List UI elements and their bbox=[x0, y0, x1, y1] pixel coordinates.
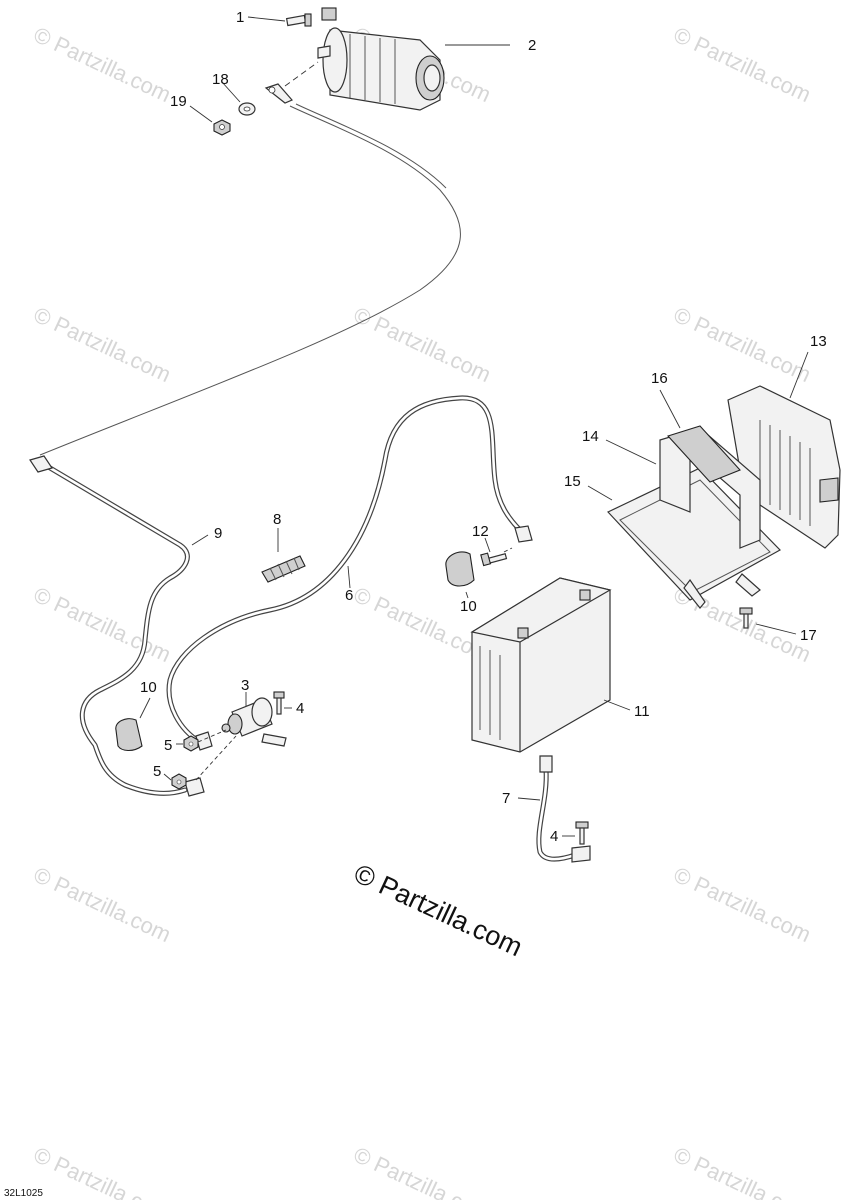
bolt bbox=[739, 607, 753, 629]
callout-10-right: 10 bbox=[460, 598, 477, 615]
callout-4-top: 4 bbox=[296, 700, 304, 717]
callout-1: 1 bbox=[236, 9, 244, 26]
callout-12: 12 bbox=[472, 523, 489, 540]
starter-wire bbox=[39, 105, 461, 456]
callout-11: 11 bbox=[634, 703, 650, 720]
copyright-text: © Partzilla.com bbox=[349, 858, 527, 962]
callout-18: 18 bbox=[212, 71, 229, 88]
callout-4-bottom: 4 bbox=[550, 828, 558, 845]
watermark: © Partzilla.com bbox=[670, 302, 815, 387]
bolt bbox=[273, 691, 285, 715]
ground-cable bbox=[536, 755, 591, 863]
callout-10-left: 10 bbox=[140, 679, 157, 696]
drawing-number: 32L1025 bbox=[4, 1188, 43, 1199]
callout-7: 7 bbox=[502, 790, 510, 807]
cable-9 bbox=[29, 455, 205, 797]
bolt bbox=[480, 552, 508, 567]
watermark: © Partzilla.com bbox=[30, 1142, 175, 1200]
watermark: © Partzilla.com bbox=[30, 22, 175, 107]
washer bbox=[238, 102, 256, 116]
callout-3: 3 bbox=[241, 677, 249, 694]
nut bbox=[213, 119, 231, 136]
watermark: © Partzilla.com bbox=[30, 862, 175, 947]
callout-6: 6 bbox=[345, 587, 353, 604]
nut bbox=[171, 773, 187, 790]
watermark: © Partzilla.com bbox=[30, 302, 175, 387]
callout-14: 14 bbox=[582, 428, 599, 445]
bolt bbox=[575, 821, 589, 845]
battery-tray bbox=[607, 425, 781, 609]
callout-2: 2 bbox=[528, 37, 536, 54]
terminal-boot bbox=[445, 551, 475, 587]
sleeve bbox=[261, 555, 306, 583]
watermark: © Partzilla.com bbox=[350, 1142, 495, 1200]
nut bbox=[183, 735, 199, 752]
callout-17: 17 bbox=[800, 627, 817, 644]
callout-9: 9 bbox=[214, 525, 222, 542]
watermark: © Partzilla.com bbox=[670, 862, 815, 947]
solenoid bbox=[221, 697, 287, 747]
watermark: © Partzilla.com bbox=[350, 302, 495, 387]
callout-16: 16 bbox=[651, 370, 668, 387]
bolt bbox=[285, 13, 312, 27]
callout-8: 8 bbox=[273, 511, 281, 528]
watermark: © Partzilla.com bbox=[670, 1142, 815, 1200]
callout-5-bottom: 5 bbox=[153, 763, 161, 780]
terminal-boot bbox=[115, 718, 143, 752]
starter-motor bbox=[317, 7, 445, 111]
callout-15: 15 bbox=[564, 473, 581, 490]
callout-19: 19 bbox=[170, 93, 187, 110]
callout-13: 13 bbox=[810, 333, 827, 350]
callout-5-top: 5 bbox=[164, 737, 172, 754]
watermark: © Partzilla.com bbox=[670, 22, 815, 107]
battery bbox=[470, 577, 612, 753]
cable-6 bbox=[166, 395, 533, 751]
